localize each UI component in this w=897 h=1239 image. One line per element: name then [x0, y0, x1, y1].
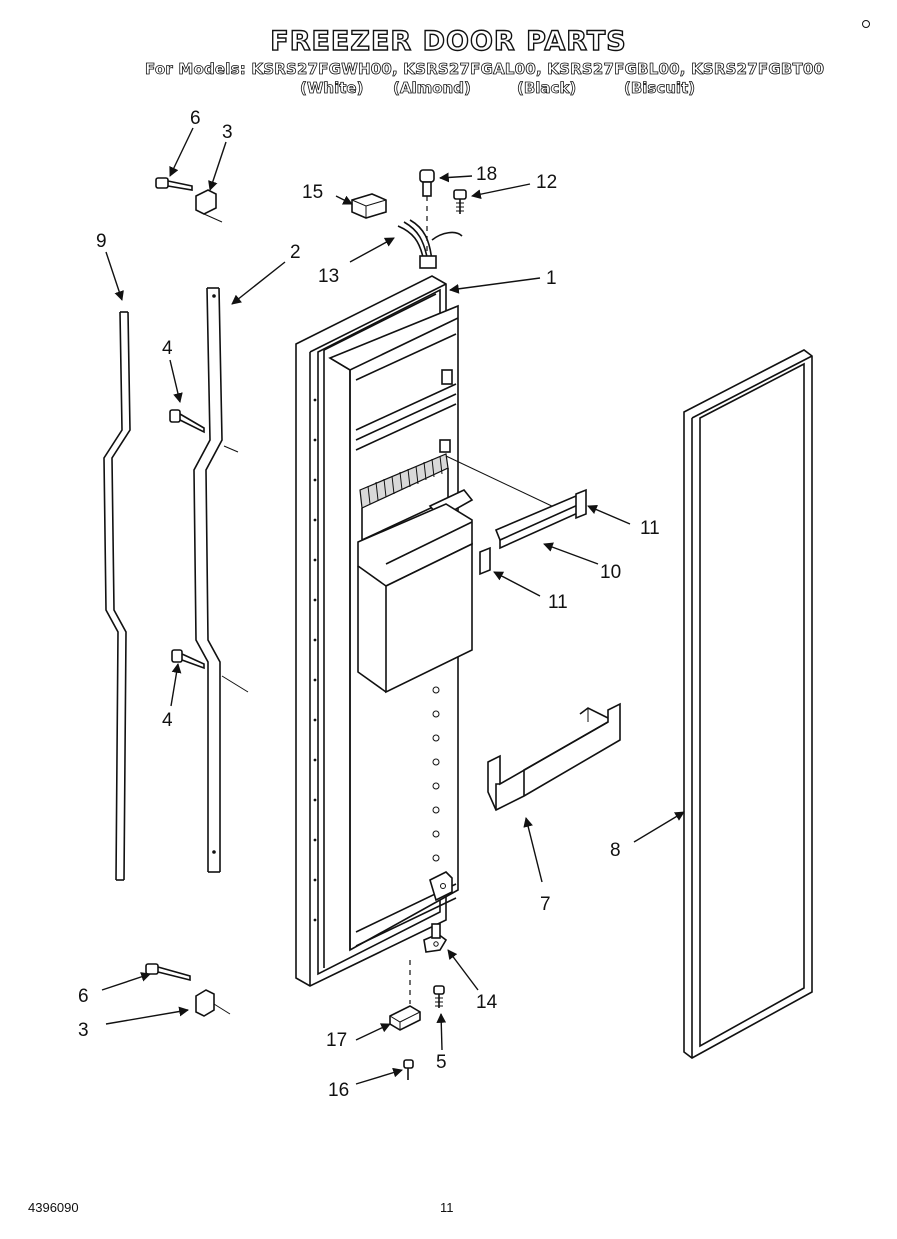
- part-6-top-screw: [155, 177, 193, 191]
- part-4-lower-screw: [171, 649, 205, 670]
- label-6-bottom: 6: [78, 986, 89, 1007]
- label-6-top: 6: [190, 108, 201, 129]
- models-line: For Models: KSRS27FGWH00, KSRS27FGAL00, …: [145, 60, 825, 79]
- label-3-top: 3: [222, 122, 233, 143]
- label-15: 15: [302, 182, 323, 203]
- label-12: 12: [536, 172, 557, 193]
- label-10: 10: [600, 562, 621, 583]
- part-16-screw: [403, 1059, 414, 1080]
- part-17-bracket: [389, 1005, 421, 1031]
- callout-arrows: [101, 127, 685, 1085]
- label-1: 1: [546, 268, 557, 289]
- label-17: 17: [326, 1030, 347, 1051]
- label-8: 8: [610, 840, 621, 861]
- label-3-bottom: 3: [78, 1020, 89, 1041]
- part-10-trim-piece: [494, 494, 582, 550]
- label-16: 16: [328, 1080, 349, 1101]
- part-4-upper-screw: [169, 409, 205, 434]
- part-6-bottom-screw: [145, 963, 191, 982]
- part-11-lower-end-cap: [479, 546, 491, 576]
- part-7-door-bin: [487, 702, 621, 812]
- colour-biscuit: (Biscuit): [624, 79, 696, 98]
- label-5: 5: [436, 1052, 447, 1073]
- label-9: 9: [96, 231, 107, 252]
- part-18-plug: [419, 169, 435, 262]
- part-15-connector-block: [351, 193, 387, 219]
- label-18: 18: [476, 164, 497, 185]
- dispenser-housing: [357, 503, 473, 694]
- label-11-lower: 11: [548, 592, 568, 613]
- part-12-screw: [453, 189, 467, 214]
- label-7: 7: [540, 894, 551, 915]
- label-14: 14: [476, 992, 498, 1013]
- part-2-trim-bar: [193, 287, 249, 873]
- door-side-holes: [313, 398, 317, 922]
- door-liner-holes: [432, 686, 440, 862]
- label-4-upper: 4: [162, 338, 173, 359]
- part-5-screw: [433, 985, 445, 1008]
- label-13: 13: [318, 266, 339, 287]
- corner-mark-icon: [862, 20, 870, 28]
- label-2: 2: [290, 242, 301, 263]
- doc-number: 4396090: [28, 1200, 79, 1215]
- colour-white: (White): [300, 79, 364, 98]
- colour-almond: (Almond): [393, 79, 472, 98]
- colour-black: (Black): [517, 79, 577, 98]
- page-number: 11: [440, 1200, 454, 1215]
- label-11-upper: 11: [640, 518, 660, 539]
- label-4-lower: 4: [162, 710, 173, 731]
- part-1-freezer-door: [295, 275, 557, 987]
- part-9-trim-strip: [103, 311, 131, 881]
- part-3-top-hinge: [195, 189, 223, 223]
- part-8-door-gasket: [683, 349, 813, 1059]
- part-13-wire-harness: [397, 219, 463, 269]
- part-11-upper-end-cap: [575, 488, 587, 520]
- part-labels: 6 3 9 2 4 4 15 18 12 13 1 11 10 11 7 8 6…: [78, 108, 660, 1101]
- page-title: FREEZER DOOR PARTS: [270, 25, 627, 57]
- part-3-bottom-hinge: [195, 989, 231, 1017]
- part-14-hinge-pin: [423, 923, 448, 953]
